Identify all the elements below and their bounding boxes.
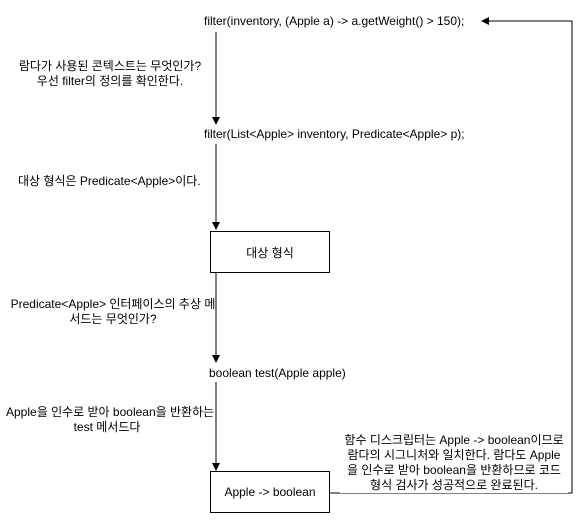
annotation-step2: 대상 형식은 Predicate<Apple>이다. (18, 174, 201, 189)
annotation-step5-line2: 람다의 시그니처와 일치한다. 람다도 Apple (347, 448, 561, 462)
annotation-step4-line2: test 메서드다 (73, 420, 141, 434)
annotation-step3-line1: Predicate<Apple> 인터페이스의 추상 메 (10, 297, 216, 311)
annotation-step4-line1: Apple을 인수로 받아 boolean을 반환하는 (6, 405, 215, 419)
filter-definition-node: filter(List<Apple> inventory, Predicate<… (204, 127, 465, 141)
filter-call-node: filter(inventory, (Apple a) -> a.getWeig… (204, 14, 465, 28)
annotation-step5-line1: 함수 디스크립터는 Apple -> boolean이므로 (344, 433, 564, 447)
arrow-signature-back-to-call (330, 17, 573, 494)
signature-label: Apple -> boolean (224, 485, 316, 499)
annotation-step3-line2: 서드는 무엇인가? (69, 312, 157, 326)
annotation-step2-line1: 대상 형식은 Predicate<Apple>이다. (18, 174, 201, 188)
annotation-step5: 함수 디스크립터는 Apple -> boolean이므로 람다의 시그니처와 … (340, 433, 568, 493)
test-method-node: boolean test(Apple apple) (209, 366, 346, 380)
target-type-box: 대상 형식 (210, 231, 330, 273)
annotation-step1-line2: 우선 filter의 정의를 확인한다. (36, 74, 184, 88)
annotation-step4: Apple을 인수로 받아 boolean을 반환하는 test 메서드다 (6, 405, 215, 435)
annotation-step5-line3: 을 인수로 받아 boolean을 반환하므로 코드 (347, 463, 561, 477)
annotation-step1: 람다가 사용된 콘텍스트는 무엇인가? 우선 filter의 정의를 확인한다. (14, 59, 206, 89)
annotation-step5-line4: 형식 검사가 성공적으로 완료된다. (370, 478, 538, 492)
annotation-step1-line1: 람다가 사용된 콘텍스트는 무엇인가? (18, 59, 202, 73)
target-type-label: 대상 형식 (246, 245, 294, 260)
signature-box: Apple -> boolean (210, 471, 330, 513)
annotation-step3: Predicate<Apple> 인터페이스의 추상 메 서드는 무엇인가? (4, 297, 222, 327)
